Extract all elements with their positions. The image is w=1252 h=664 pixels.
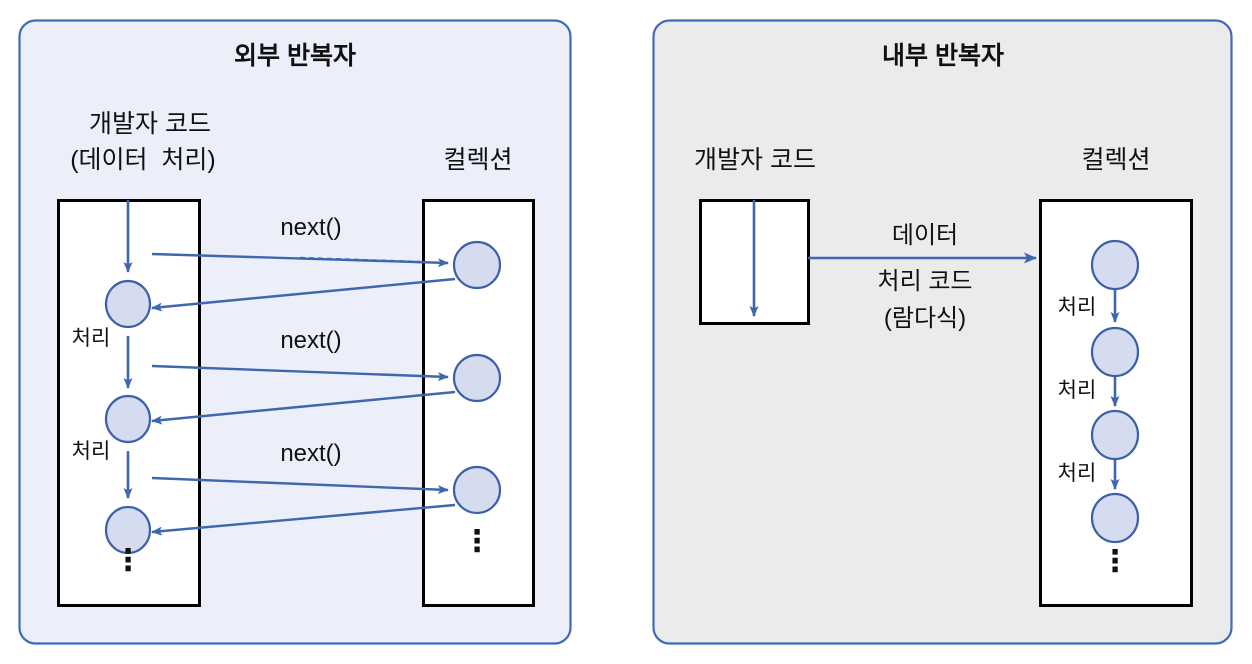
left-next-label-3: next() bbox=[280, 440, 342, 467]
right-collection-node-1 bbox=[1090, 239, 1140, 291]
left-next-call-arrow-2 bbox=[151, 364, 449, 382]
left-return-arrow-3 bbox=[151, 503, 456, 536]
left-collection-label: 컬렉션 bbox=[443, 146, 513, 174]
left-dev-node-1 bbox=[104, 279, 152, 329]
left-step-label-2: 처리 bbox=[71, 440, 111, 463]
right-collection-node-3 bbox=[1090, 409, 1140, 461]
left-next-call-arrow-3 bbox=[151, 476, 449, 495]
left-next-label-2: next() bbox=[280, 327, 342, 354]
left-return-arrow-2 bbox=[151, 390, 456, 425]
right-lambda-label-line1: 데이터 bbox=[891, 222, 959, 249]
right-step-label-2: 처리 bbox=[1057, 379, 1097, 402]
left-dev-node-2 bbox=[104, 394, 152, 444]
left-panel-title: 외부 반복자 bbox=[234, 42, 356, 70]
left-dev-node-3 bbox=[104, 505, 152, 555]
right-step-label-1: 처리 bbox=[1057, 296, 1097, 319]
left-dev-code-label-line1: 개발자 코드 bbox=[89, 110, 211, 138]
right-collection-node-2 bbox=[1090, 326, 1140, 378]
left-dev-code-label-line2: (데이터 처리) bbox=[70, 146, 216, 174]
right-step-label-3: 처리 bbox=[1057, 462, 1097, 485]
right-collection-ellipsis: ⋮ bbox=[1100, 545, 1130, 578]
left-collection-node-3 bbox=[452, 465, 502, 515]
left-collection-node-2 bbox=[452, 353, 502, 403]
right-lambda-label-line2: 처리 코드 bbox=[877, 268, 973, 295]
right-lambda-label-line3: (람다식) bbox=[883, 305, 967, 332]
left-next-call-arrow-1-dash bbox=[299, 256, 421, 264]
left-step-label-1: 처리 bbox=[71, 327, 111, 350]
left-return-arrow-1 bbox=[151, 277, 456, 312]
right-dev-code-label: 개발자 코드 bbox=[694, 146, 816, 174]
right-collection-node-4 bbox=[1090, 492, 1140, 544]
left-next-label-1: next() bbox=[280, 214, 342, 241]
right-collection-label: 컬렉션 bbox=[1081, 146, 1151, 174]
right-panel-title: 내부 반복자 bbox=[882, 42, 1004, 70]
left-collection-ellipsis: ⋮ bbox=[462, 525, 492, 558]
left-dev-ellipsis: ⋮ bbox=[113, 544, 143, 577]
left-collection-node-1 bbox=[452, 240, 502, 290]
